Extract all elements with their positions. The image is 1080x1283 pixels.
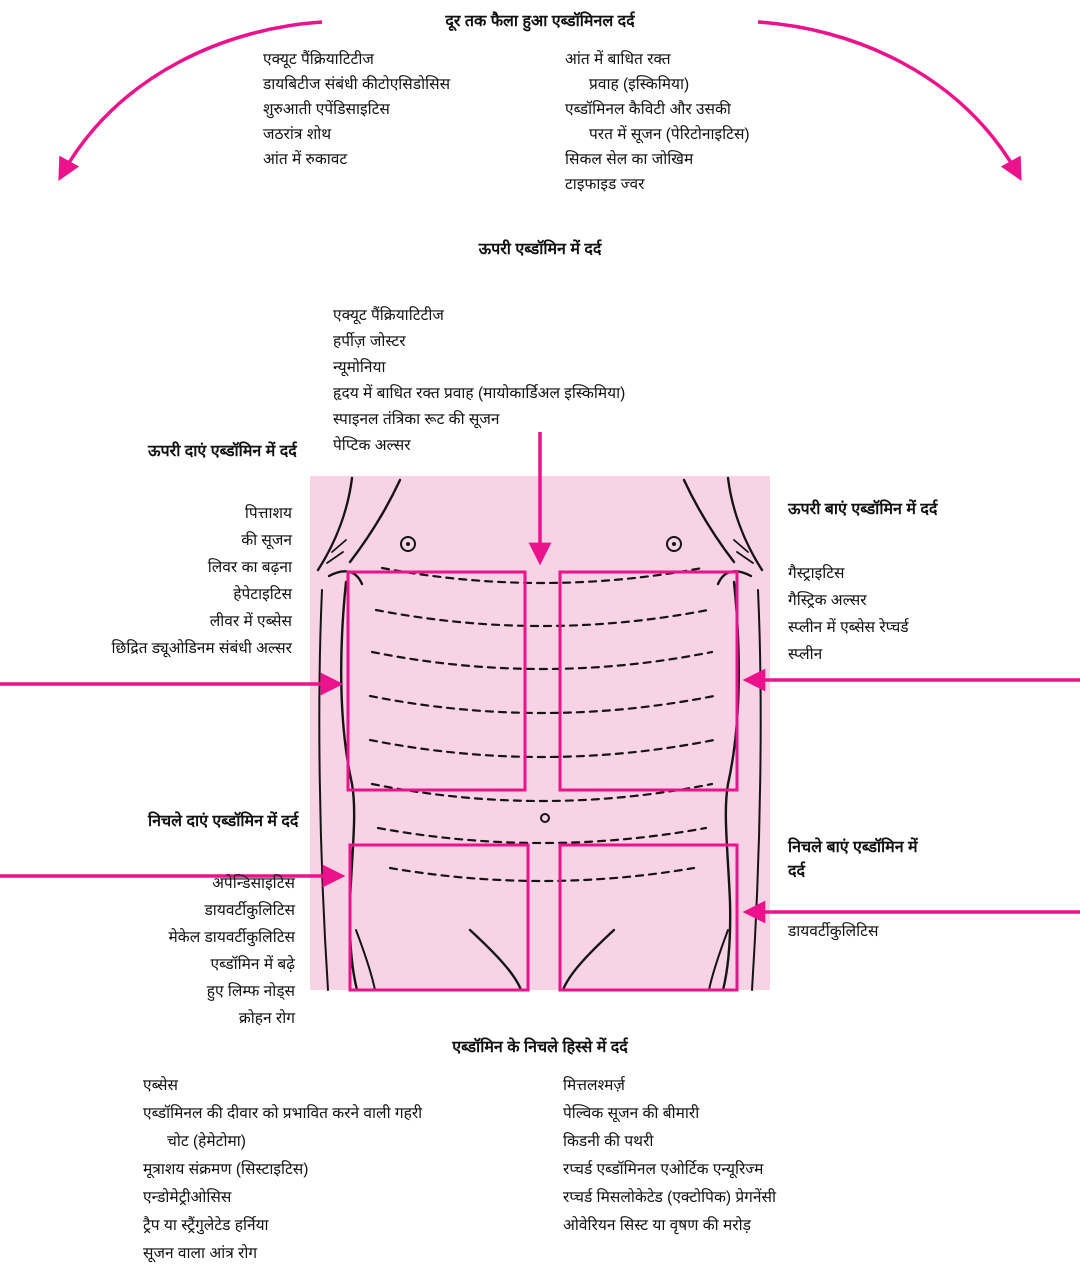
- list-item: ट्रैप या स्ट्रैंगुलेटेड हर्निया: [143, 1217, 269, 1234]
- list-item: क्रोहन रोग: [238, 1010, 295, 1027]
- list-item: हर्पीज़ जोस्टर: [333, 333, 406, 350]
- list-item: रप्चर्ड मिसलोकेटेड (एक्टोपिक) प्रेगनेंसी: [563, 1189, 776, 1206]
- list-item: मूत्राशय संक्रमण (सिस्टाइटिस): [143, 1161, 309, 1178]
- list-item: सूजन वाला आंत्र रोग: [143, 1245, 258, 1262]
- list-item: छिद्रित ड्यूओडिनम संबंधी अल्सर: [111, 640, 292, 657]
- quadrant-box-lower-right: [348, 843, 530, 992]
- list-item: लीवर में एब्सेस: [209, 613, 292, 630]
- list-item: सिकल सेल का जोखिम: [565, 151, 694, 168]
- diffuse-pain-title: दूर तक फैला हुआ एब्डॉमिनल दर्द: [445, 13, 635, 30]
- list-item: एब्सेस: [143, 1077, 178, 1094]
- list-item: डायवर्टीकुलिटिस: [788, 923, 879, 940]
- quadrant-box-upper-left: [558, 570, 739, 792]
- list-item: प्रवाह (इस्किमिया): [589, 76, 690, 93]
- list-item: डायबिटीज संबंधी कीटोएसिडोसिस: [263, 76, 451, 93]
- quadrant-box-upper-right: [346, 570, 527, 792]
- list-item: न्यूमोनिया: [333, 359, 386, 376]
- list-item: शुरुआती एपेंडिसाइटिस: [263, 101, 390, 118]
- list-item: डायवर्टीकुलिटिस: [204, 902, 295, 919]
- upper-abdomen-list: एक्यूट पैंक्रियाटिटीज हर्पीज़ जोस्टर न्यूम…: [333, 303, 625, 459]
- diffuse-pain-left-list: एक्यूट पैंक्रियाटिटीज डायबिटीज संबंधी कीट…: [263, 47, 450, 172]
- list-item: परत में सूजन (पेरिटोनाइटिस): [589, 126, 750, 143]
- upper-right-title: ऊपरी दाएं एब्डॉमिन में दर्द: [148, 443, 297, 460]
- list-item: एब्डॉमिनल की दीवार को प्रभावित करने वाली…: [143, 1105, 423, 1122]
- list-item: जठरांत्र शोथ: [263, 126, 332, 143]
- list-item: लिवर का बढ़ना: [207, 559, 292, 576]
- diffuse-right-curved-arrow: [757, 20, 1022, 181]
- diffuse-pain-right-list: आंत में बाधित रक्त प्रवाह (इस्किमिया) एब्ड…: [565, 47, 750, 197]
- list-item: एक्यूट पैंक्रियाटिटीज: [263, 51, 374, 68]
- lower-right-title: निचले दाएं एब्डॉमिन में दर्द: [148, 813, 299, 830]
- list-item: पेल्विक सूजन की बीमारी: [563, 1105, 700, 1122]
- list-item: गैस्ट्रिक अल्सर: [788, 592, 867, 609]
- lower-abdomen-title: एब्डॉमिन के निचले हिस्से में दर्द: [452, 1039, 628, 1056]
- quadrant-box-lower-left: [558, 843, 739, 992]
- list-item: गैस्ट्राइटिस: [788, 565, 845, 582]
- list-item: हुए लिम्फ नोड्स: [206, 983, 295, 1000]
- list-item: पित्ताशय: [244, 505, 292, 522]
- lower-left-title: निचले बाएं एब्डॉमिन में दर्द: [788, 839, 918, 880]
- list-item: आंत में रुकावट: [263, 151, 348, 168]
- list-item: ओवेरियन सिस्ट या वृषण की मरोड़: [563, 1217, 751, 1234]
- diffuse-left-curved-arrow: [58, 20, 323, 181]
- list-item: हृदय में बाधित रक्त प्रवाह (मायोकार्डिअल…: [333, 385, 626, 402]
- upper-abdomen-title: ऊपरी एब्डॉमिन में दर्द: [478, 241, 602, 258]
- list-item: स्प्लीन: [788, 646, 823, 663]
- list-item: पेप्टिक अल्सर: [333, 437, 411, 454]
- list-item: स्पाइनल तंत्रिका रूट की सूजन: [333, 411, 500, 428]
- lower-left-list: डायवर्टीकुलिटिस: [788, 918, 878, 945]
- list-item: चोट (हेमेटोमा): [167, 1133, 246, 1150]
- upper-right-list: पित्ताशय की सूजन लिवर का बढ़ना हेपेटाइटिस ली…: [40, 500, 292, 662]
- list-item: रप्चर्ड एब्डॉमिनल एओर्टिक एन्यूरिज्म: [563, 1161, 764, 1178]
- list-item: एब्डॉमिन में बढ़े: [210, 956, 295, 973]
- list-item: की सूजन: [241, 532, 292, 549]
- list-item: आंत में बाधित रक्त: [565, 51, 671, 68]
- list-item: मेकेल डायवर्टीकुलिटिस: [168, 929, 295, 946]
- list-item: अपेन्डिसाइटिस: [212, 875, 295, 892]
- list-item: एब्डॉमिनल कैविटी और उसकी: [565, 101, 731, 118]
- list-item: एक्यूट पैंक्रियाटिटीज: [333, 307, 444, 324]
- list-item: किडनी की पथरी: [563, 1133, 654, 1150]
- list-item: स्प्लीन में एब्सेस रेप्चर्ड: [788, 619, 909, 636]
- upper-left-title: ऊपरी बाएं एब्डॉमिन में दर्द: [788, 501, 938, 518]
- lower-abdomen-left-list: एब्सेस एब्डॉमिनल की दीवार को प्रभावित करन…: [143, 1072, 422, 1268]
- list-item: मित्तलश्मर्ज़: [563, 1077, 625, 1094]
- list-item: हेपेटाइटिस: [233, 586, 292, 603]
- lower-abdomen-right-list: मित्तलश्मर्ज़ पेल्विक सूजन की बीमारी किडनी…: [563, 1072, 776, 1240]
- lower-right-list: अपेन्डिसाइटिस डायवर्टीकुलिटिस मेकेल डायवर्…: [60, 870, 295, 1032]
- list-item: टाइफाइड ज्वर: [565, 176, 645, 193]
- upper-left-list: गैस्ट्राइटिस गैस्ट्रिक अल्सर स्प्लीन में ए…: [788, 560, 909, 668]
- list-item: एन्डोमेट्रीओसिस: [143, 1189, 232, 1206]
